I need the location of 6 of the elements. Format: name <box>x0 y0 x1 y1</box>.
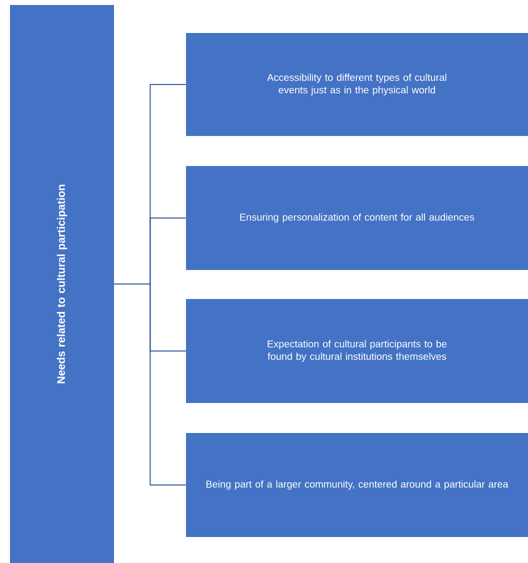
need-box: Being part of a larger community, centered around a particular area <box>186 433 528 537</box>
need-box: Accessibility to different types of cultural events just as in the physical world <box>186 33 528 136</box>
connector <box>114 284 186 486</box>
category-box: Needs related to cultural participation <box>10 5 114 563</box>
need-box: Expectation of cultural participants to be found by cultural institutions themselves <box>186 299 528 403</box>
need-box: Ensuring personalization of content for all audiences <box>186 166 528 270</box>
